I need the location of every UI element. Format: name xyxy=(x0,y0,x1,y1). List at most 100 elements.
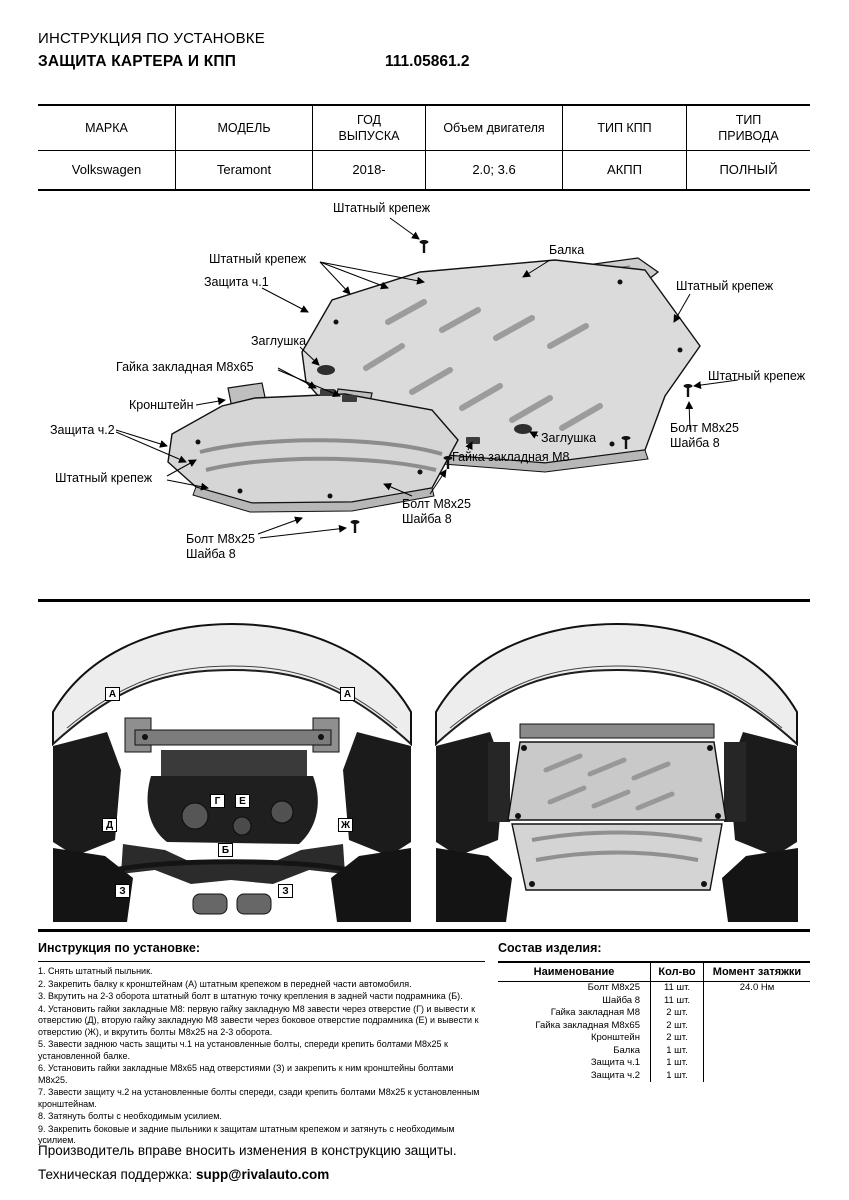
spec-header-cell: Объем двигателя xyxy=(425,106,562,150)
support-email: supp@rivalauto.com xyxy=(196,1167,330,1182)
part-qty-cell: 11 шт. xyxy=(650,994,704,1007)
spec-header-cell: ТИП КПП xyxy=(562,106,686,150)
instruction-item: 3. Вкрутить на 2-3 оборота штатный болт … xyxy=(38,991,463,1001)
spec-header-cell: ТИП ПРИВОДА xyxy=(686,106,810,150)
part-qty-cell: 1 шт. xyxy=(650,1057,704,1070)
part-name-cell: Болт М8х25 xyxy=(587,982,640,993)
installation-instructions: Инструкция по установке: 1. Снять штатны… xyxy=(38,941,485,1148)
spec-value-cell: Teramont xyxy=(175,151,312,189)
spec-header-cell: МОДЕЛЬ xyxy=(175,106,312,150)
bolt-icon xyxy=(350,240,693,533)
parts-row: Шайба 8 11 шт. xyxy=(498,994,810,1008)
part-torque-cell xyxy=(704,995,810,1008)
product-title: ЗАЩИТА КАРТЕРА И КПП xyxy=(38,53,237,70)
part-qty-cell: 1 шт. xyxy=(650,1044,704,1057)
diagram-label: Заглушка xyxy=(541,431,597,445)
part-name-cell: Кронштейн xyxy=(590,1032,640,1043)
instruction-item: 2. Закрепить балку к кронштейнам (А) шта… xyxy=(38,978,412,989)
diagram-label: Болт М8х25 Шайба 8 xyxy=(670,421,739,450)
diagram-label: Балка xyxy=(549,243,585,257)
part-name-cell: Гайка закладная М8х65 xyxy=(535,1019,640,1031)
instruction-item: 9. Закрепить боковые и задние пыльники к… xyxy=(38,1123,455,1146)
part-torque-cell xyxy=(704,1020,810,1033)
diagram-label: Болт М8х25 Шайба 8 xyxy=(186,532,255,561)
diagram-label: Штатный крепеж xyxy=(676,279,774,293)
instruction-item: 1. Снять штатный пыльник. xyxy=(38,966,153,976)
part-name-cell: Балка xyxy=(613,1044,640,1056)
support-line: Техническая поддержка: supp@rivalauto.co… xyxy=(38,1167,329,1182)
part-torque-cell xyxy=(704,1007,810,1020)
front-plate-part xyxy=(167,382,459,513)
mount-point-marker: З xyxy=(278,884,293,898)
diagram-label: Штатный крепеж xyxy=(209,252,307,266)
part-qty-cell: 2 шт. xyxy=(650,1019,704,1032)
spec-header-cell: МАРКА xyxy=(85,121,128,135)
part-number: 111.05861.2 xyxy=(385,53,470,70)
instruction-item: 5. Завести заднюю часть защиты ч.1 на ус… xyxy=(38,1039,448,1061)
parts-header-cell: Наименование xyxy=(533,966,615,978)
mount-point-marker: Г xyxy=(210,794,225,808)
diagram-label: Кронштейн xyxy=(129,398,194,412)
spec-header-cell: ГОД ВЫПУСКА xyxy=(312,106,425,150)
part-torque-cell xyxy=(704,1045,810,1058)
diagram-label: Болт М8х25 Шайба 8 xyxy=(402,497,471,526)
diagram-label: Гайка закладная М8 xyxy=(452,450,570,464)
spec-value-cell: АКПП xyxy=(562,151,686,189)
parts-row: Гайка закладная М8 2 шт. xyxy=(498,1007,810,1020)
diagram-label: Штатный крепеж xyxy=(55,471,153,485)
part-qty-cell: 1 шт. xyxy=(650,1069,704,1082)
mount-point-marker: Б xyxy=(218,843,233,857)
diagram-label: Гайка закладная М8х65 xyxy=(116,360,254,374)
spec-value-cell: 2.0; 3.6 xyxy=(425,151,562,189)
part-torque-cell xyxy=(704,1057,810,1070)
mount-point-marker: А xyxy=(105,687,120,701)
plug-icon xyxy=(514,424,532,434)
parts-row: Защита ч.2 1 шт. xyxy=(498,1069,810,1083)
part-name-cell: Шайба 8 xyxy=(602,994,640,1006)
part-torque-cell xyxy=(704,1070,810,1083)
part-name-cell: Защита ч.2 xyxy=(590,1069,640,1081)
manufacturer-note: Производитель вправе вносить изменения в… xyxy=(38,1143,457,1158)
mount-point-marker: Е xyxy=(235,794,250,808)
part-torque-cell xyxy=(704,1032,810,1045)
mount-point-marker: Ж xyxy=(338,818,353,832)
parts-title: Состав изделия: xyxy=(498,941,602,955)
part-qty-cell: 2 шт. xyxy=(650,1032,704,1045)
instruction-item: 7. Завести защиту ч.2 на установленные б… xyxy=(38,1087,480,1109)
exploded-diagram-drawing xyxy=(115,217,739,539)
mount-point-marker: А xyxy=(340,687,355,701)
diagram-label: Штатный крепеж xyxy=(333,201,431,215)
instruction-item: 4. Установить гайки закладные М8: первую… xyxy=(38,1003,479,1037)
spec-value-cell: ПОЛНЫЙ xyxy=(686,151,810,189)
part-qty-cell: 11 шт. xyxy=(650,982,704,995)
part-qty-cell: 2 шт. xyxy=(650,1007,704,1020)
diagram-label: Защита ч.1 xyxy=(204,275,269,289)
spec-value-cell: Volkswagen xyxy=(71,162,142,177)
parts-row: Гайка закладная М8х65 2 шт. xyxy=(498,1019,810,1033)
mount-point-marker: Д xyxy=(102,818,117,832)
support-label: Техническая поддержка: xyxy=(38,1167,197,1182)
parts-row: Балка 1 шт. xyxy=(498,1044,810,1058)
leader-lines xyxy=(115,217,739,539)
instructions-title: Инструкция по установке: xyxy=(38,941,200,955)
section-divider-bottom xyxy=(38,929,810,932)
section-divider-top xyxy=(38,599,810,602)
underbody-installed-image xyxy=(435,622,798,922)
instruction-item: 6. Установить гайки закладные М8х65 над … xyxy=(38,1063,454,1085)
parts-header-cell: Кол-во xyxy=(650,963,704,981)
part-name-cell: Гайка закладная М8 xyxy=(550,1007,640,1018)
diagram-label: Заглушка xyxy=(251,334,307,348)
underbody-view-installed xyxy=(428,612,806,924)
diagram-label: Штатный крепеж xyxy=(708,369,806,383)
